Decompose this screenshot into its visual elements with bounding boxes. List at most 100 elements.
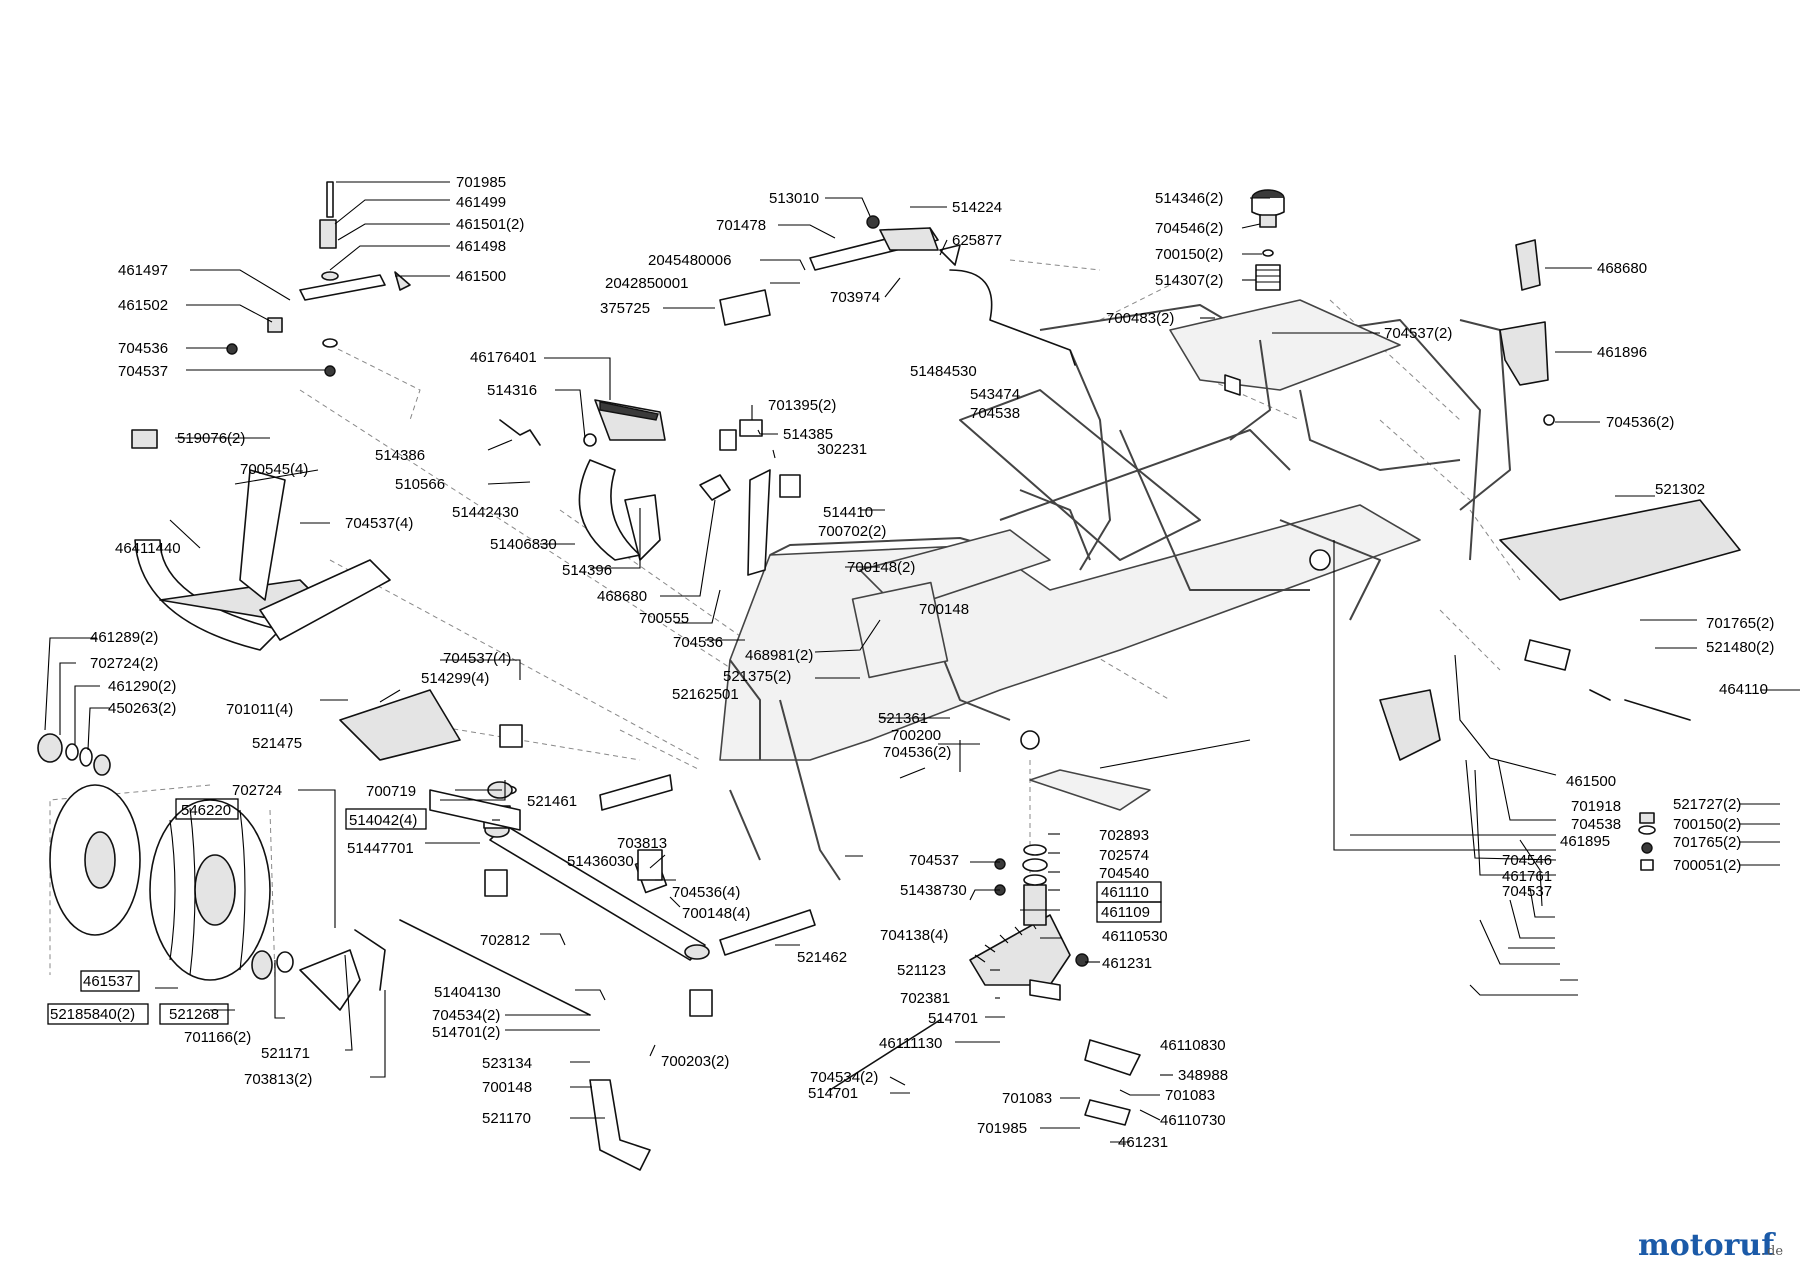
part-label: 302231 (817, 441, 867, 458)
part-label: 514701(2) (432, 1024, 500, 1041)
part-label: 464110 (1719, 681, 1768, 698)
part-label: 700051(2) (1673, 857, 1741, 874)
part-label: 461537 (83, 973, 133, 990)
part-label: 51406830 (490, 536, 557, 553)
part-label: 514307(2) (1155, 272, 1223, 289)
part-label: 468680 (1597, 260, 1647, 277)
part-label: 704546(2) (1155, 220, 1223, 237)
part-label: 510566 (395, 476, 445, 493)
part-label: 701395(2) (768, 397, 836, 414)
part-label: 702574 (1099, 847, 1149, 864)
part-label: 701011(4) (226, 701, 293, 718)
part-label: 521361 (878, 710, 928, 727)
boxed-part-label: 461537 (80, 970, 140, 992)
part-label: 375725 (600, 300, 650, 317)
part-label: 521480(2) (1706, 639, 1774, 656)
part-label: 521170 (482, 1110, 531, 1127)
part-label: 704537(4) (443, 650, 511, 667)
part-label: 701083 (1002, 1090, 1052, 1107)
part-label: 468680 (597, 588, 647, 605)
part-label: 704536 (118, 340, 168, 357)
part-label: 521268 (169, 1006, 219, 1023)
watermark-dot: . (1761, 1244, 1765, 1259)
part-label: 514410 (823, 504, 873, 521)
part-label: 704537 (118, 363, 168, 380)
part-label: 519076(2) (177, 430, 245, 447)
part-label: 700483(2) (1106, 310, 1174, 327)
part-label: 700148 (919, 601, 969, 618)
part-label: 461109 (1101, 904, 1150, 921)
steering-gear-sector (969, 844, 1089, 1001)
part-label: 51484530 (910, 363, 977, 380)
part-label: 704534(2) (810, 1069, 878, 1086)
part-label: 701083 (1165, 1087, 1215, 1104)
part-label: 700200 (891, 727, 941, 744)
part-label: 514701 (808, 1085, 858, 1102)
part-label: 701166(2) (184, 1029, 251, 1046)
part-label: 46176401 (470, 349, 537, 366)
part-label: 461499 (456, 194, 506, 211)
part-label: 514316 (487, 382, 537, 399)
part-label: 521461 (527, 793, 577, 810)
part-label: 701478 (716, 217, 766, 234)
part-label: 461896 (1597, 344, 1647, 361)
part-label: 51404130 (434, 984, 501, 1001)
part-label: 521171 (261, 1045, 310, 1062)
part-label: 704536(4) (672, 884, 740, 901)
part-label: 46110530 (1102, 928, 1168, 945)
part-label: 702724(2) (90, 655, 158, 672)
part-label: 461231 (1118, 1134, 1168, 1151)
part-label: 701765(2) (1706, 615, 1774, 632)
part-label: 704546 (1502, 852, 1552, 869)
part-label: 521727(2) (1673, 796, 1741, 813)
part-label: 51447701 (347, 840, 414, 857)
front-axle (483, 805, 713, 1017)
boxed-part-label: 514042(4) (345, 808, 427, 830)
part-label: 700203(2) (661, 1053, 729, 1070)
part-label: 704536 (673, 634, 723, 651)
callout-leader-lines (44, 181, 1800, 1143)
part-label: 704138(4) (880, 927, 948, 944)
part-label: 521302 (1655, 481, 1705, 498)
part-label: 46110830 (1160, 1037, 1226, 1054)
part-label: 521462 (797, 949, 847, 966)
front-wheels (37, 733, 294, 981)
part-label: 461231 (1102, 955, 1152, 972)
part-label: 704537(2) (1384, 325, 1452, 342)
throttle-lever (719, 215, 1076, 366)
part-label: 704536(2) (883, 744, 951, 761)
part-label: 461290(2) (108, 678, 176, 695)
part-label: 514299(4) (421, 670, 489, 687)
part-label: 521475 (252, 735, 302, 752)
boxed-part-label: 461110 (1096, 881, 1162, 903)
boxed-part-label: 461109 (1096, 901, 1162, 923)
part-label: 450263(2) (108, 700, 176, 717)
part-label: 51442430 (452, 504, 519, 521)
part-label: 514042(4) (349, 812, 417, 829)
part-label: 461500 (1566, 773, 1616, 790)
part-label: 521375(2) (723, 668, 791, 685)
part-label: 700148(4) (682, 905, 750, 922)
part-label: 702381 (900, 990, 950, 1007)
part-label: 702724 (232, 782, 282, 799)
part-label: 514701 (928, 1010, 978, 1027)
part-label: 46110730 (1160, 1112, 1226, 1129)
part-number-labels: 701985 461499 461501(2) 461498 461497 46… (47, 174, 1774, 1151)
part-label: 348988 (1178, 1067, 1228, 1084)
part-label: 461501(2) (456, 216, 524, 233)
pedal-assembly (499, 399, 801, 576)
part-label: 701765(2) (1673, 834, 1741, 851)
part-label: 704536(2) (1606, 414, 1674, 431)
boxed-part-label: 521268 (159, 1003, 229, 1025)
watermark-brand: motoruf (1638, 1228, 1776, 1263)
part-label: 546220 (181, 802, 231, 819)
part-label: 700148(2) (847, 559, 915, 576)
part-label: 704538 (970, 405, 1020, 422)
part-label: 701985 (977, 1120, 1027, 1137)
part-label: 523134 (482, 1055, 532, 1072)
part-label: 461895 (1560, 833, 1610, 850)
part-label: 702812 (480, 932, 530, 949)
part-label: 700719 (366, 783, 416, 800)
front-bumper (131, 429, 391, 651)
part-label: 2045480006 (648, 252, 731, 269)
